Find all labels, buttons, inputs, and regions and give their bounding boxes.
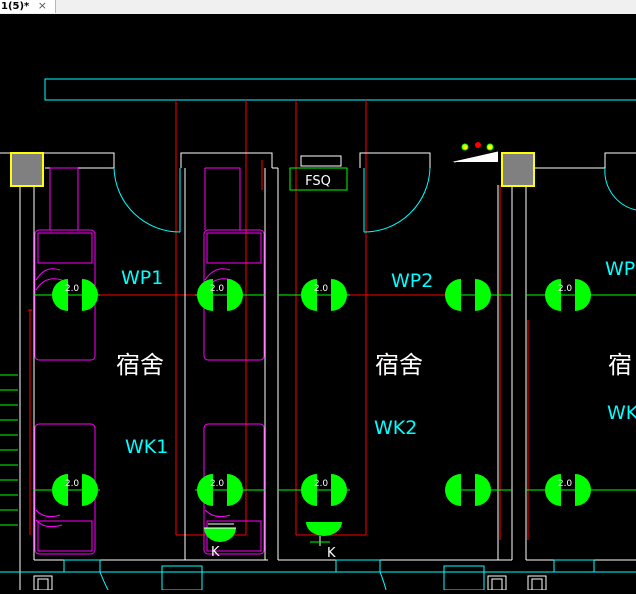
- room-label-dorm: 宿舍: [375, 351, 423, 379]
- speaker-rating: 2.0: [558, 479, 573, 489]
- speaker-rating: 2.0: [210, 284, 225, 294]
- fsq-equipment-box[interactable]: FSQ: [289, 155, 348, 191]
- door-swings: [113, 167, 636, 233]
- speaker-symbol: 2.0: [545, 279, 591, 311]
- room-label-dorm: 宿舍: [116, 351, 164, 379]
- speaker-symbol: 2.0: [545, 474, 591, 506]
- speaker-symbol: [445, 474, 491, 506]
- speaker-symbol: 2.0: [52, 279, 98, 311]
- plan-labels: WP1 WP2 WP1 WK1 WK2 WK: [121, 258, 636, 458]
- walls: [0, 151, 636, 590]
- speaker-symbol: 2.0: [197, 279, 243, 311]
- plan-label-wk-right: WK: [607, 402, 636, 424]
- stair-treads: [0, 374, 18, 526]
- switch-label: K: [211, 545, 220, 560]
- bottom-corridor: [0, 559, 636, 591]
- speaker-rating: 2.0: [314, 284, 329, 294]
- speaker-rating: 2.0: [558, 284, 573, 294]
- red-duct-lines: [28, 100, 529, 540]
- speaker-rating: 2.0: [210, 479, 225, 489]
- close-icon[interactable]: ×: [37, 0, 47, 12]
- speaker-rating: 2.0: [65, 284, 80, 294]
- document-tab-title: 1(5)*: [1, 0, 30, 12]
- room-labels: 宿舍 宿舍 宿: [116, 351, 632, 379]
- speaker-rating: 2.0: [314, 479, 329, 489]
- document-tab-bar: 1(5)* ×: [0, 0, 636, 15]
- structural-columns: [10, 152, 535, 187]
- document-tab[interactable]: 1(5)* ×: [0, 0, 56, 13]
- speaker-symbol: [445, 279, 491, 311]
- speaker-symbol: 2.0: [301, 474, 347, 506]
- switch-symbols: K K: [204, 522, 342, 561]
- switch-symbol: K: [204, 523, 236, 560]
- switch-label: K: [327, 546, 336, 561]
- cad-drawing-canvas[interactable]: FSQ 2.0 2.0 2.0 2.0 2.0 2.0: [0, 14, 636, 591]
- speaker-symbol: 2.0: [52, 474, 98, 506]
- speaker-symbol: 2.0: [301, 279, 347, 311]
- speaker-rating: 2.0: [65, 479, 80, 489]
- plan-label-wp1-right: WP1: [605, 258, 636, 280]
- corridor-strip: [44, 78, 636, 101]
- plan-label-wp1: WP1: [121, 267, 163, 289]
- plan-label-wk1: WK1: [125, 436, 168, 458]
- speaker-symbols: 2.0 2.0 2.0 2.0 2.0 2.0 2.0: [52, 279, 591, 506]
- plan-label-wk2: WK2: [374, 417, 417, 439]
- sensor-markers: [452, 142, 498, 162]
- fsq-label: FSQ: [305, 174, 331, 189]
- switch-symbol: K: [306, 522, 342, 561]
- plan-label-wp2: WP2: [391, 270, 433, 292]
- speaker-symbol: 2.0: [197, 474, 243, 506]
- room-label-dorm-partial: 宿: [608, 351, 632, 379]
